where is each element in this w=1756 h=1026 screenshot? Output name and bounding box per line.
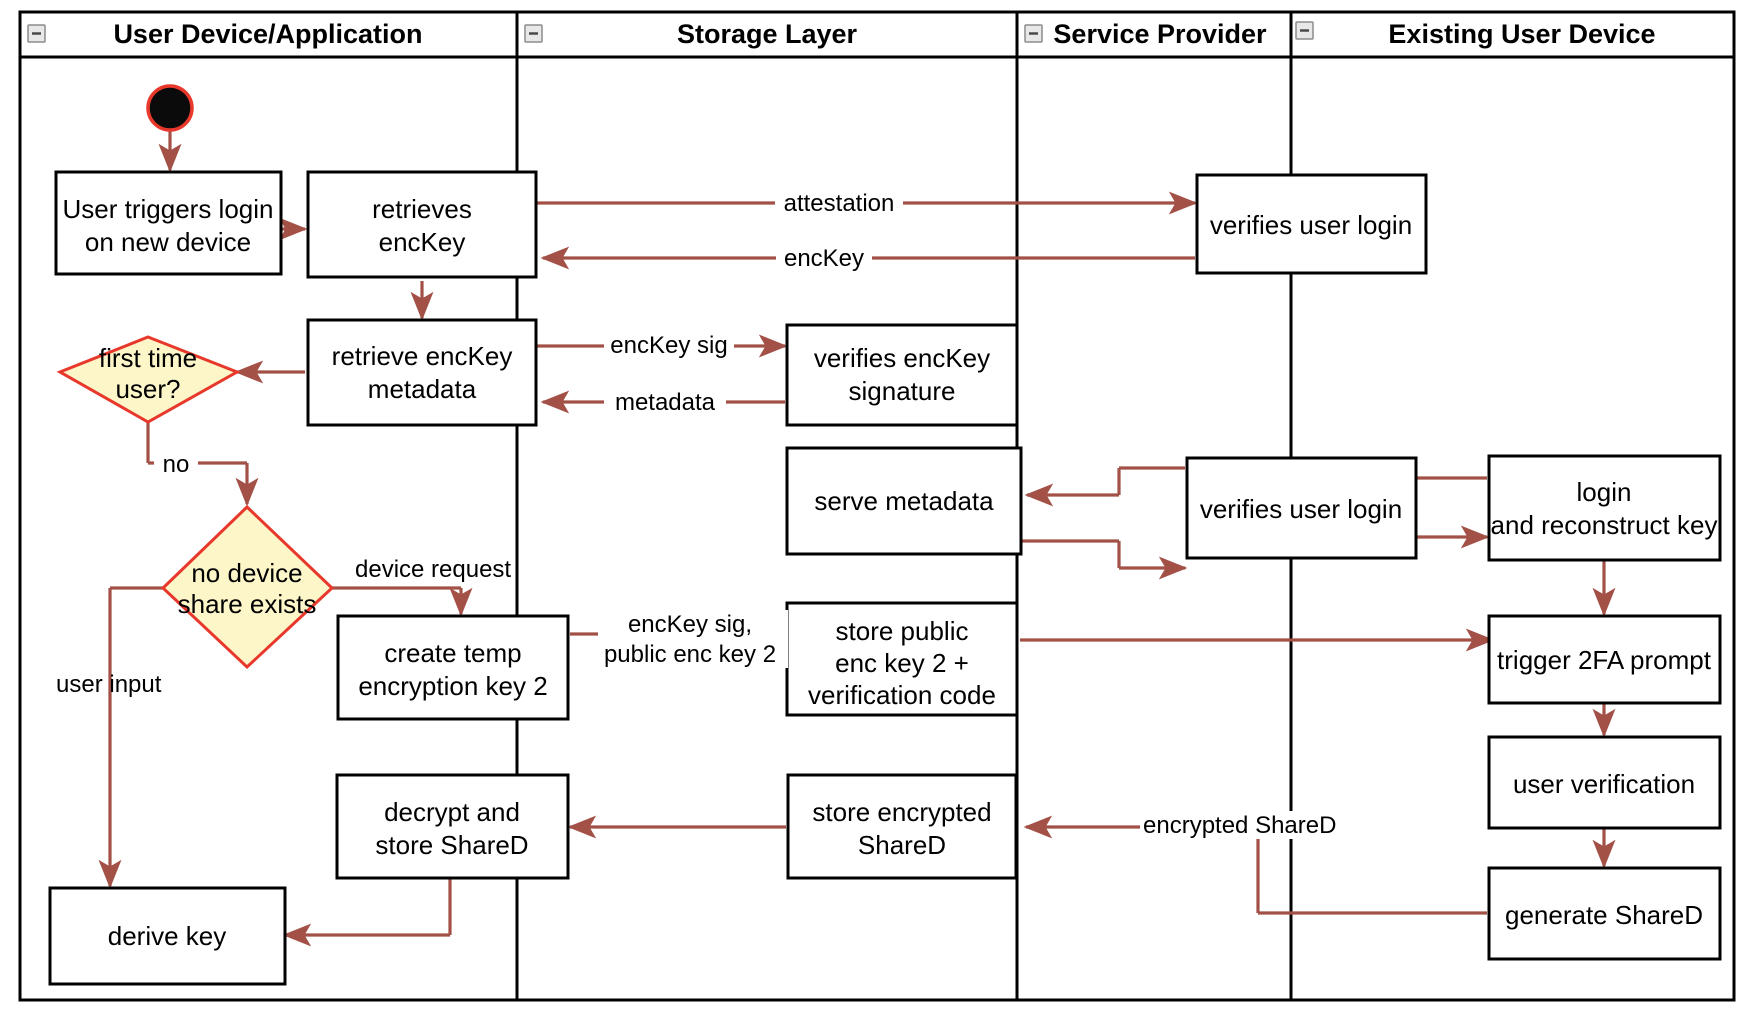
node-label-line: decrypt and: [384, 797, 520, 827]
node-label-line: first time: [99, 343, 197, 373]
node-label-line: generate ShareD: [1505, 900, 1703, 930]
node-label-line: verifies user login: [1210, 210, 1412, 240]
node-label-line: user?: [115, 374, 180, 404]
lane-header-existing-device[interactable]: Existing User Device: [1295, 19, 1656, 49]
node-label-line: share exists: [178, 589, 317, 619]
node-retrieve-enckey-metadata[interactable]: retrieve encKey metadata: [306, 318, 538, 427]
edge-label-metadata: metadata: [615, 389, 716, 416]
node-label-line: serve metadata: [814, 486, 994, 516]
node-retrieves-enckey[interactable]: retrieves encKey: [306, 170, 538, 279]
lane-header-storage[interactable]: Storage Layer: [524, 19, 858, 49]
lane-title-user-device: User Device/Application: [113, 19, 422, 49]
node-label-line: login: [1577, 477, 1632, 507]
node-label-line: and reconstruct key: [1491, 510, 1718, 540]
node-user-verification[interactable]: user verification: [1487, 735, 1722, 830]
edge-labels: attestation encKey encKey sig metadata n…: [56, 188, 1336, 839]
node-label-line: store ShareD: [375, 830, 528, 860]
lane-title-existing-device: Existing User Device: [1388, 19, 1655, 49]
node-generate-shared[interactable]: generate ShareD: [1487, 866, 1722, 961]
node-store-public-enc-key-2[interactable]: store public enc key 2 + verification co…: [785, 601, 1019, 717]
node-label-line: metadata: [368, 374, 477, 404]
collapse-minus-icon[interactable]: [524, 24, 543, 43]
node-login-and-reconstruct-key[interactable]: login and reconstruct key: [1487, 454, 1722, 562]
node-label-line: verifies encKey: [814, 343, 990, 373]
node-label-line: retrieves: [372, 194, 472, 224]
node-verifies-user-login-1[interactable]: verifies user login: [1195, 173, 1428, 275]
node-label-line: encKey: [379, 227, 466, 257]
node-label-line: retrieve encKey: [332, 341, 513, 371]
lane-title-service-provider: Service Provider: [1053, 19, 1267, 49]
node-label-line: verifies user login: [1200, 494, 1402, 524]
node-label-line: trigger 2FA prompt: [1497, 645, 1712, 675]
edge-label-enckey-sig-public-key-line2: public enc key 2: [604, 641, 776, 668]
node-serve-metadata[interactable]: serve metadata: [785, 446, 1023, 556]
edge-label-no: no: [163, 451, 190, 478]
edge-label-attestation: attestation: [784, 190, 895, 217]
lane-header-user-device[interactable]: User Device/Application: [27, 19, 423, 49]
edge-label-device-request: device request: [355, 556, 511, 583]
node-label-line: user verification: [1513, 769, 1695, 799]
collapse-minus-icon[interactable]: [1295, 21, 1314, 40]
node-user-triggers-login[interactable]: User triggers login on new device: [54, 170, 283, 276]
node-label-line: ShareD: [858, 830, 946, 860]
decision-first-time-user[interactable]: first time user?: [56, 335, 241, 424]
node-verifies-user-login-2[interactable]: verifies user login: [1185, 456, 1418, 560]
edge-label-enckey: encKey: [784, 245, 864, 272]
edge-label-user-input: user input: [56, 671, 162, 698]
node-label-line: on new device: [85, 227, 251, 257]
node-create-temp-encryption-key-2[interactable]: create temp encryption key 2: [336, 614, 570, 721]
node-label-line: store encrypted: [812, 797, 991, 827]
node-verifies-enckey-signature[interactable]: verifies encKey signature: [785, 323, 1019, 427]
node-derive-key[interactable]: derive key: [48, 886, 287, 986]
decision-no-device-share-exists[interactable]: no device share exists: [160, 504, 335, 670]
node-label-line: verification code: [808, 680, 996, 710]
edge-label-encrypted-shared: encrypted ShareD: [1143, 812, 1336, 839]
collapse-minus-icon[interactable]: [27, 24, 46, 43]
node-label-line: encryption key 2: [358, 671, 547, 701]
node-label-line: User triggers login: [63, 194, 274, 224]
node-label-line: enc key 2 +: [835, 648, 969, 678]
node-label-line: signature: [849, 376, 956, 406]
node-store-encrypted-shared[interactable]: store encrypted ShareD: [786, 773, 1018, 880]
edge-label-enckey-sig-public-key-line1: encKey sig,: [628, 611, 752, 638]
lane-title-storage: Storage Layer: [677, 19, 858, 49]
node-label-line: no device: [191, 558, 302, 588]
node-label-line: derive key: [108, 921, 227, 951]
node-decrypt-and-store-shared[interactable]: decrypt and store ShareD: [335, 773, 570, 880]
collapse-minus-icon[interactable]: [1024, 24, 1043, 43]
node-trigger-2fa-prompt[interactable]: trigger 2FA prompt: [1487, 614, 1722, 705]
edge-label-enckey-sig: encKey sig: [610, 332, 727, 359]
node-label-line: store public: [836, 616, 969, 646]
lane-header-service-provider[interactable]: Service Provider: [1024, 19, 1267, 49]
initial-node[interactable]: [146, 84, 194, 132]
node-label-line: create temp: [384, 638, 521, 668]
